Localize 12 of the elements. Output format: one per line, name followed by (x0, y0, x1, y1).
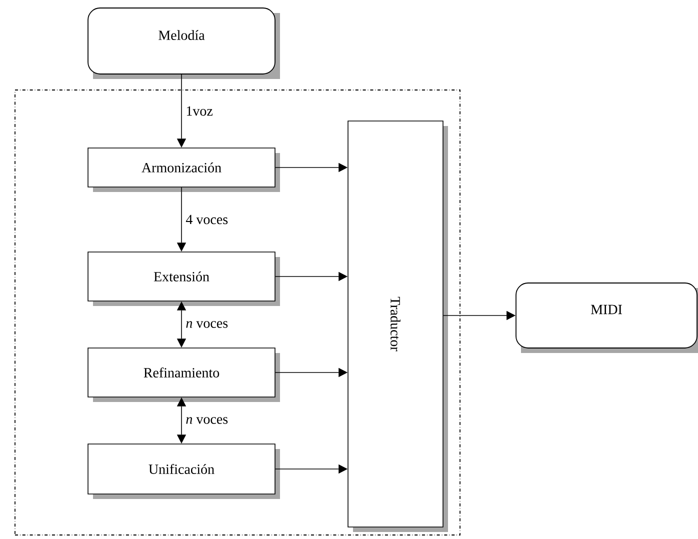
terminal-box: Melodía (88, 8, 280, 79)
terminal-box: MIDI (516, 282, 698, 353)
edge-label: n voces (184, 320, 230, 329)
edge-label: n voces (184, 416, 230, 425)
edge-label: 1voz (184, 105, 214, 117)
process-box: Unificación (88, 444, 280, 499)
edge-label: 4 voces (184, 214, 230, 226)
process-box: Armonización (88, 148, 280, 192)
process-box: Refinamiento (88, 348, 280, 402)
dashed-frame (14, 90, 460, 536)
process-box: Traductor (348, 120, 448, 532)
process-box: Extensión (88, 252, 280, 306)
